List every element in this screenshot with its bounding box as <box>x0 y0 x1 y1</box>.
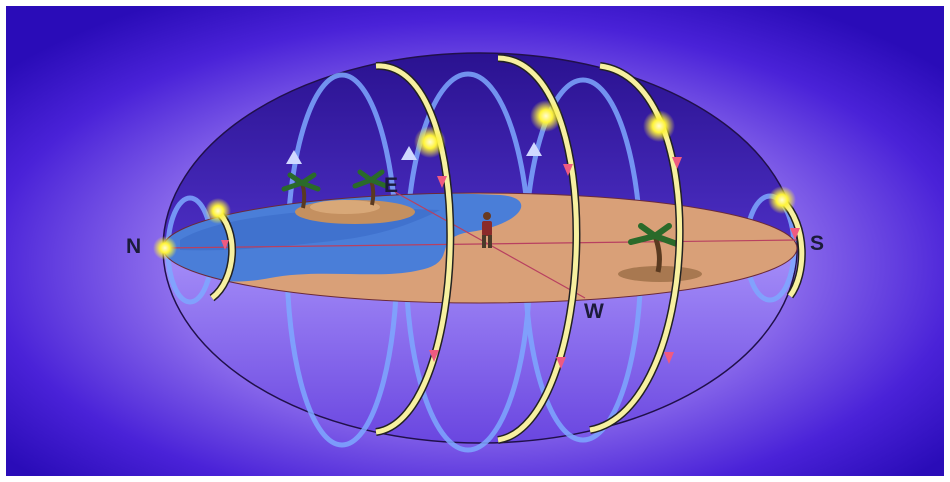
direction-arrow-icon <box>563 164 573 176</box>
palm-tree-icon <box>281 172 321 209</box>
direction-arrows-front <box>221 157 800 369</box>
direction-arrow-icon <box>429 350 439 362</box>
observer-person-icon <box>482 212 492 248</box>
direction-arrow-icon <box>526 142 542 156</box>
direction-arrow-icon <box>664 352 674 364</box>
star-icon <box>205 198 231 224</box>
star-icon <box>153 236 177 260</box>
compass-west-label: W <box>584 300 604 323</box>
direction-arrows-back <box>286 142 542 164</box>
compass-north-label: N <box>126 235 141 258</box>
star-icon <box>643 110 675 142</box>
star-icon <box>768 186 796 214</box>
star-icon <box>530 100 562 132</box>
direction-arrow-icon <box>221 240 229 250</box>
star-icon <box>414 126 446 158</box>
direction-arrow-icon <box>556 357 566 369</box>
star-path-front-2 <box>375 61 455 436</box>
direction-arrow-icon <box>790 228 800 240</box>
compass-east-label: E <box>384 174 398 197</box>
star-path-front-3 <box>497 54 581 444</box>
direction-arrow-icon <box>286 150 302 164</box>
direction-arrow-icon <box>401 146 417 160</box>
compass-south-label: S <box>810 232 824 255</box>
palm-tree-icon <box>628 223 680 273</box>
star-path-front-4 <box>589 62 684 434</box>
stars <box>153 100 796 260</box>
star-paths-front <box>209 54 806 444</box>
island-left <box>295 200 415 224</box>
direction-arrow-icon <box>437 176 447 188</box>
north-south-line <box>162 239 798 249</box>
palm-tree-icon <box>352 169 389 206</box>
direction-arrow-icon <box>672 157 682 169</box>
